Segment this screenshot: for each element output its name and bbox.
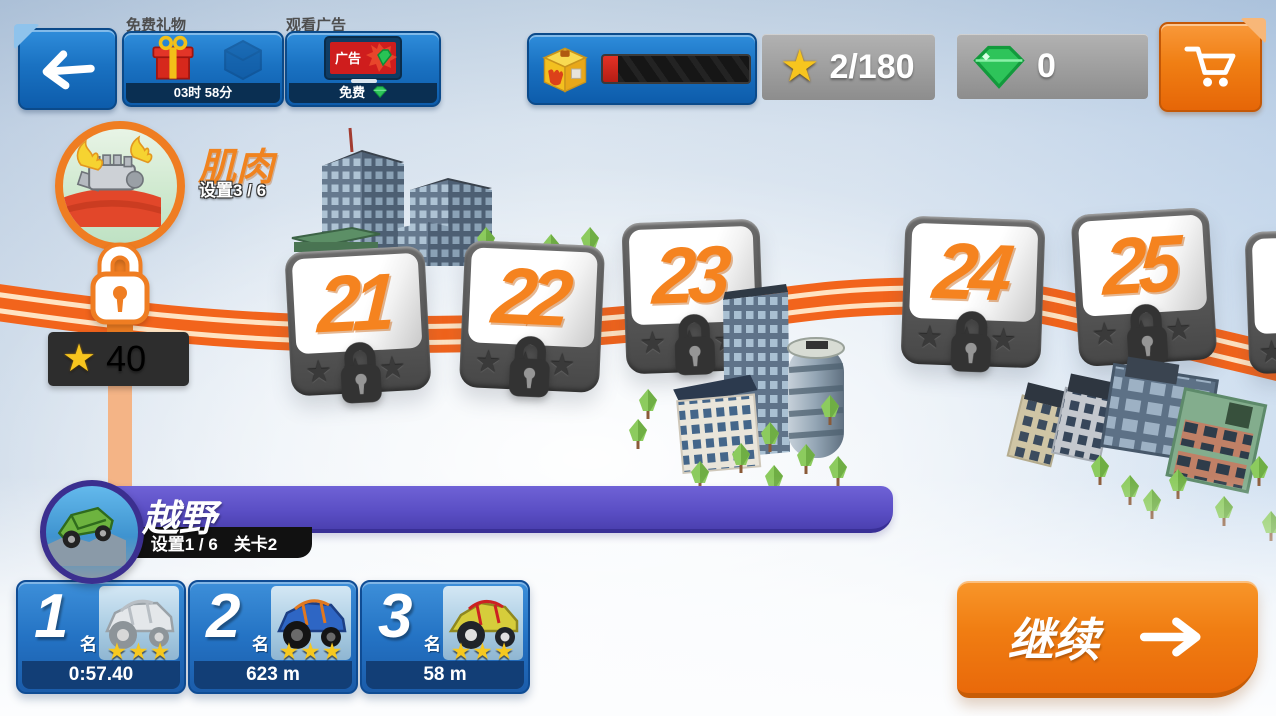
- level-stars: ★★★: [1257, 333, 1276, 370]
- crate-progress-bar: [601, 54, 751, 84]
- level-sign-21[interactable]: 21 ★★★: [284, 245, 432, 404]
- free-gift-label: 免费礼物: [126, 17, 187, 34]
- continue-button[interactable]: 继续: [957, 581, 1258, 698]
- leaderboard-card-2: 2 名 ★★★ 623 m: [188, 580, 358, 694]
- lock-icon: [1127, 304, 1169, 366]
- svg-text:广告: 广告: [335, 51, 361, 66]
- gem-icon: [372, 86, 387, 98]
- continue-label: 继续: [1007, 614, 1100, 666]
- offroad-car-icon: [46, 506, 126, 566]
- crate-slot-icon: [224, 39, 262, 81]
- arrow-left-icon: [42, 50, 95, 90]
- level-number: 21: [315, 256, 391, 350]
- watch-ad-label: 观看广告: [286, 17, 347, 34]
- star-icon: ★: [780, 42, 820, 91]
- level-sign-23[interactable]: 23 ★★★: [621, 218, 765, 376]
- result-stars: ★★★: [106, 638, 172, 664]
- crate-progress-button[interactable]: [527, 33, 757, 105]
- back-button[interactable]: [14, 24, 117, 110]
- star-cost-value: 40: [106, 338, 147, 379]
- class-tune-progress: 设置3 / 6: [199, 181, 267, 200]
- lock-icon: [950, 311, 992, 373]
- level-sign-22[interactable]: 22 ★★★: [458, 240, 606, 398]
- leaderboard-card-1: 1 名 ★★★ 0:57.40: [16, 580, 186, 694]
- rank-number: 2: [206, 582, 241, 651]
- crate-icon: [542, 47, 588, 93]
- gift-timer: 03时 58分: [126, 83, 280, 103]
- rank-number: 3: [378, 582, 413, 651]
- locked-class-lock-icon: [90, 242, 150, 325]
- rank-unit: 名: [80, 635, 97, 654]
- star-icon: ★: [62, 338, 97, 380]
- result-value: 58 m: [366, 661, 524, 689]
- ad-price: 免费: [289, 83, 437, 103]
- unlock-star-cost-badge: ★ 40: [48, 332, 189, 386]
- rank-number: 1: [34, 582, 69, 651]
- watch-ad-button[interactable]: 广告 免费: [285, 31, 441, 107]
- vehicle-stage: 关卡2: [233, 535, 278, 554]
- cart-icon: [1183, 46, 1235, 87]
- muscle-class-badge[interactable]: [55, 121, 185, 251]
- lock-icon: [674, 314, 716, 376]
- leaderboard-card-3: 3 名 ★★★ 58 m: [360, 580, 530, 694]
- class-name: 肌肉: [198, 147, 275, 189]
- lock-icon: [340, 342, 382, 404]
- gem-counter: 0: [957, 34, 1148, 99]
- result-stars: ★★★: [450, 638, 516, 664]
- level-sign-frame: 2 ★★★: [1244, 227, 1276, 375]
- gem-count-value: 0: [1037, 47, 1056, 85]
- level-number: 23: [649, 229, 727, 322]
- level-number: 22: [487, 250, 571, 343]
- result-value: 0:57.40: [22, 661, 180, 689]
- star-counter: ★ 2/180: [762, 34, 935, 100]
- star-count-value: 2/180: [829, 47, 915, 86]
- vehicle-badge[interactable]: [40, 480, 144, 584]
- shop-cart-button[interactable]: [1159, 18, 1266, 112]
- level-sign-24[interactable]: 24 ★★★: [900, 215, 1046, 373]
- vehicle-name: 越野: [142, 498, 216, 539]
- gift-icon: [152, 35, 194, 80]
- level-number: 25: [1101, 218, 1176, 313]
- engine-flames-icon: [63, 135, 161, 227]
- result-stars: ★★★: [278, 638, 344, 664]
- level-number: 24: [928, 226, 1012, 318]
- ad-tv-icon: 广告: [324, 36, 402, 83]
- crate-progress-fill: [603, 56, 618, 82]
- rank-unit: 名: [424, 635, 441, 654]
- gem-icon: [973, 45, 1025, 89]
- arrow-right-icon: [1139, 617, 1201, 657]
- level-sign-25[interactable]: 25 ★★★: [1070, 206, 1218, 368]
- rank-unit: 名: [252, 635, 269, 654]
- level-sign-next-partial[interactable]: 2 ★★★: [1244, 227, 1276, 375]
- lock-icon: [508, 336, 550, 398]
- result-value: 623 m: [194, 661, 352, 689]
- free-gift-button[interactable]: 03时 58分: [122, 31, 284, 107]
